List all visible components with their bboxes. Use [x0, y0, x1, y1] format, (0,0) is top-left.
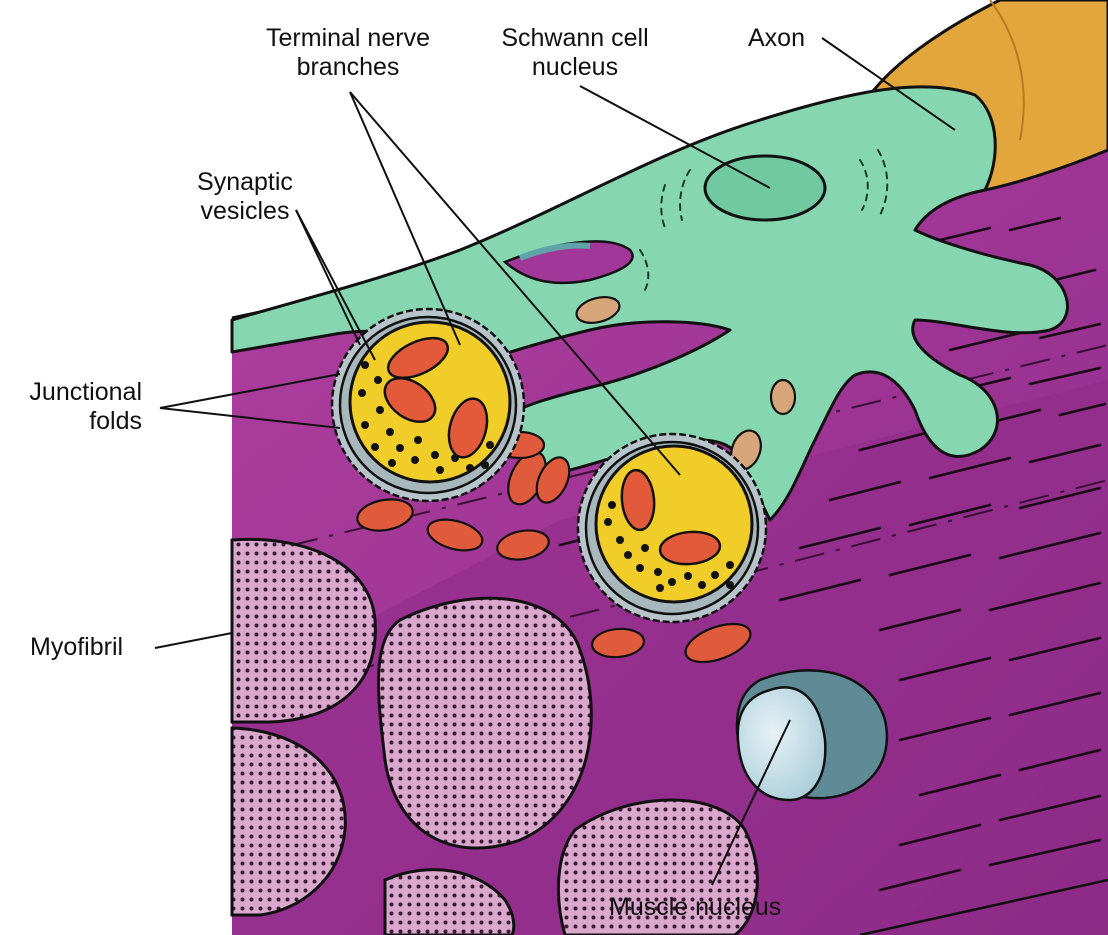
label-terminal-nerve-line2: branches [238, 53, 458, 82]
label-schwann-cell-nucleus: Schwann cell nucleus [475, 24, 675, 82]
terminal-nerve-branch-left [332, 309, 524, 501]
label-schwann-line1: Schwann cell [475, 24, 675, 53]
label-muscle-nucleus-text: Muscle nucleus [609, 893, 781, 921]
label-synaptic-line2: vesicles [170, 197, 320, 226]
label-muscle-nucleus: Muscle nucleus [609, 893, 781, 922]
label-synaptic-vesicles: Synaptic vesicles [170, 168, 320, 226]
label-axon-text: Axon [748, 24, 805, 52]
label-axon: Axon [748, 24, 805, 53]
label-myofibril: Myofibril [30, 633, 123, 662]
label-junctional-line2: folds [0, 407, 142, 436]
label-synaptic-line1: Synaptic [170, 168, 320, 197]
terminal-nerve-branch-right [578, 434, 766, 622]
label-terminal-nerve-branches: Terminal nerve branches [238, 24, 458, 82]
label-terminal-nerve-line1: Terminal nerve [238, 24, 458, 53]
label-junctional-folds: Junctional folds [0, 378, 142, 436]
label-myofibril-text: Myofibril [30, 633, 123, 661]
label-schwann-line2: nucleus [475, 53, 675, 82]
label-junctional-line1: Junctional [0, 378, 142, 407]
muscle-nucleus [737, 670, 887, 800]
